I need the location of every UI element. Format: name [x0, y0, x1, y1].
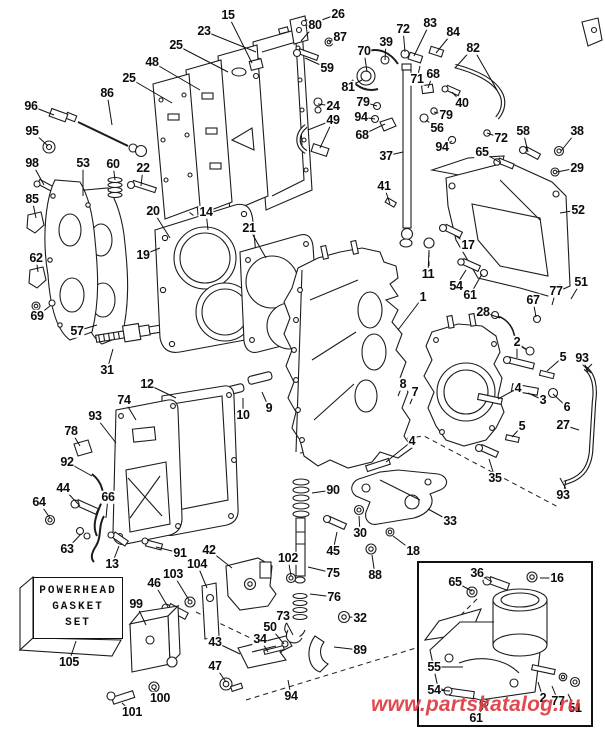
- plunger-assembly: [284, 478, 351, 673]
- exhaust-cover-plates: [26, 176, 158, 345]
- cylinder-block: [283, 239, 413, 469]
- shift-bracket: [322, 469, 448, 555]
- watermark: www.partskatalog.ru: [371, 693, 581, 716]
- crankcase-half: [423, 237, 505, 447]
- inset-drawing: [423, 571, 581, 708]
- powerhead-gasket-set-box: POWERHEAD GASKET SET: [33, 577, 123, 639]
- dipstick-tube: [367, 49, 414, 248]
- gasket-box-line3: SET: [65, 616, 91, 629]
- right-fasteners: [364, 257, 593, 473]
- cylinder-head: [154, 203, 263, 353]
- reed-block: [112, 399, 183, 545]
- gasket-box-line2: GASKET: [52, 601, 104, 614]
- gasket-box-line1: POWERHEAD: [39, 585, 117, 598]
